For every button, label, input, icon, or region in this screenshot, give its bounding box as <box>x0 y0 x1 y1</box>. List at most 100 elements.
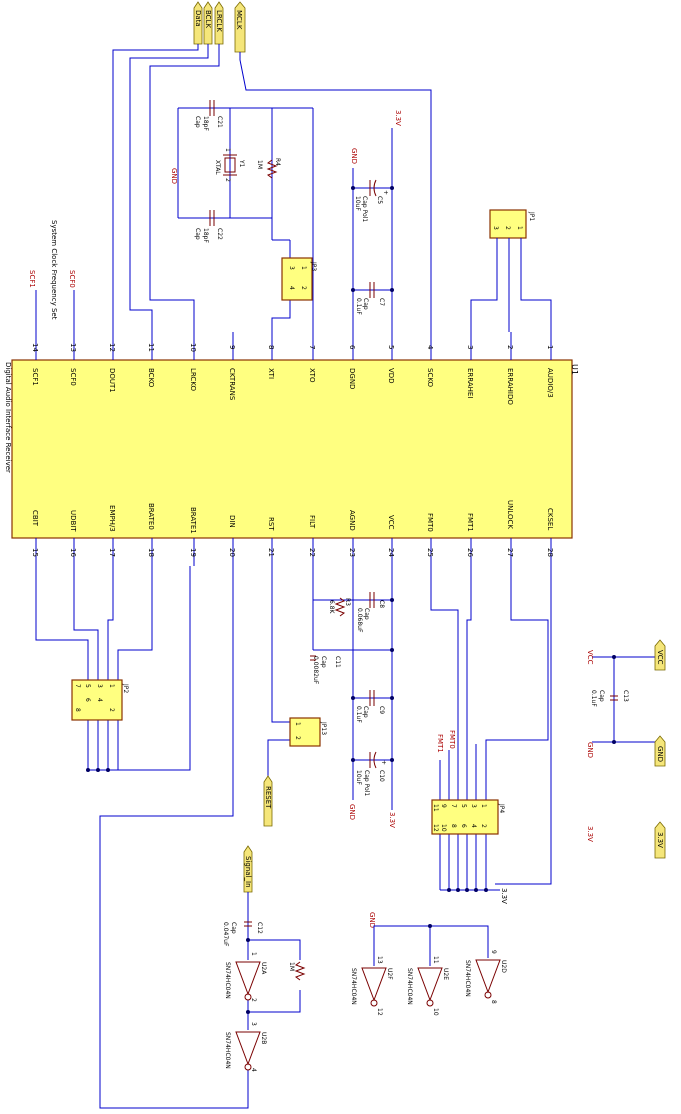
header-jp4[interactable]: JP4 1 2 3 4 5 6 7 8 9 10 11 12 <box>431 799 505 835</box>
svg-text:JP1: JP1 <box>528 211 535 221</box>
pin-num: 4 <box>426 345 434 350</box>
pin-num: 5 <box>387 345 395 349</box>
port-gnd[interactable]: GND <box>654 735 666 767</box>
svg-text:12: 12 <box>376 1008 383 1016</box>
svg-text:0.1uF: 0.1uF <box>355 706 362 723</box>
svg-text:1: 1 <box>224 148 231 152</box>
pin-num: 6 <box>348 345 356 350</box>
resistor-1m-feedback[interactable]: 1M <box>288 961 306 981</box>
resistor-r4[interactable]: 1M R4 <box>256 158 281 179</box>
svg-text:1: 1 <box>250 952 257 956</box>
svg-text:4: 4 <box>288 286 295 290</box>
header-jp1[interactable]: JP1 3 2 1 <box>489 209 535 239</box>
fmt0-label: FMT0 <box>448 730 456 749</box>
vcc-label-right: VCC <box>586 650 594 665</box>
capacitor-c7[interactable]: C7 Cap 0.1uF <box>355 282 385 315</box>
gnd-label-right: GND <box>586 742 594 758</box>
resistor-r3[interactable]: 6.8K R3 <box>328 597 351 617</box>
svg-text:13: 13 <box>376 956 383 964</box>
svg-text:FMT1: FMT1 <box>466 513 474 532</box>
svg-text:2: 2 <box>480 824 487 828</box>
port-lrclk[interactable]: LRCLK <box>214 1 224 45</box>
svg-text:22: 22 <box>308 548 316 557</box>
gnd-label-agnd: GND <box>348 804 356 820</box>
svg-text:C12: C12 <box>256 922 263 934</box>
svg-text:Cap: Cap <box>320 656 327 668</box>
svg-text:4: 4 <box>250 1068 257 1072</box>
svg-text:2: 2 <box>504 226 511 230</box>
svg-text:C7: C7 <box>378 298 385 306</box>
svg-text:GND: GND <box>656 746 664 762</box>
inverter-u2a[interactable]: U2A SN74HC04N 1 2 <box>224 952 267 1002</box>
port-signal-in[interactable]: Signal_In <box>243 845 253 893</box>
svg-text:11: 11 <box>432 804 439 812</box>
port-vcc[interactable]: VCC <box>654 639 666 671</box>
svg-text:SN74HC04N: SN74HC04N <box>464 960 471 997</box>
svg-text:2: 2 <box>294 736 301 740</box>
capacitor-c5[interactable]: + C5 Cap Pol1 10uF <box>354 179 389 222</box>
capacitor-c9[interactable]: C9 Cap 0.1uF <box>355 690 385 723</box>
port-data[interactable]: Data <box>193 1 203 45</box>
port-3v3[interactable]: 3.3V <box>654 821 666 859</box>
svg-text:9: 9 <box>490 950 497 954</box>
pin-name: SCKO <box>426 368 434 388</box>
header-jp2[interactable]: JP2 1 2 3 4 5 6 7 8 <box>71 679 129 721</box>
svg-text:JP3: JP3 <box>310 261 317 271</box>
capacitor-c8[interactable]: C8 Cap 0.068uF <box>356 592 385 633</box>
inverter-u2e[interactable]: U2E SN74HC04N 11 10 <box>406 956 449 1016</box>
svg-text:18pF: 18pF <box>202 228 209 243</box>
crystal-y1[interactable]: XTAL Y1 1 2 <box>214 148 245 182</box>
svg-text:24: 24 <box>387 548 395 557</box>
pin-name: DGND <box>348 368 356 389</box>
capacitor-c21[interactable]: Cap 18pF C21 <box>194 100 223 131</box>
svg-text:U2B: U2B <box>260 1032 267 1044</box>
pin-name: XTO <box>308 368 316 383</box>
capacitor-c12[interactable]: C12 Cap 0.047uF <box>222 921 263 947</box>
pin-name: LRCKO <box>189 368 197 392</box>
chip-top-pins: 14 SCF1 13 SCF0 12 DOUT1 11 BCKO 10 LRCK… <box>31 343 554 405</box>
v33-label-top: 3.3V <box>394 110 402 126</box>
svg-text:10uF: 10uF <box>355 770 362 785</box>
scf1-label: SCF1 <box>28 270 36 288</box>
svg-text:7: 7 <box>450 804 457 808</box>
svg-text:RST: RST <box>267 517 275 531</box>
capacitor-c10[interactable]: + C10 Cap Pol1 10uF <box>355 751 387 796</box>
inverter-u2f[interactable]: U2F SN74HC04N 13 12 <box>350 956 393 1016</box>
svg-text:12: 12 <box>432 824 439 832</box>
svg-text:C21: C21 <box>216 116 223 128</box>
svg-text:U2D: U2D <box>500 960 507 973</box>
svg-text:DIN: DIN <box>228 515 236 528</box>
filter-wires <box>312 566 393 810</box>
pin-name: ERRAHIDO <box>506 368 514 405</box>
port-bclk[interactable]: BCLK <box>203 1 213 45</box>
pin-num: 13 <box>69 343 77 352</box>
svg-text:JP2: JP2 <box>122 683 129 693</box>
svg-text:3.3V: 3.3V <box>656 832 664 848</box>
svg-text:0.047uF: 0.047uF <box>222 922 229 947</box>
svg-text:11: 11 <box>432 956 439 964</box>
port-mclk[interactable]: MCLK <box>234 1 246 53</box>
capacitor-c13[interactable]: C13 Cap 0.1uF <box>590 690 629 707</box>
chip-bottom-pin-stubs <box>35 538 552 566</box>
pin-num: 7 <box>308 345 316 349</box>
svg-text:U2F: U2F <box>386 968 393 980</box>
svg-text:6: 6 <box>84 698 91 702</box>
capacitor-c22[interactable]: Cap 18pF C22 <box>194 210 223 243</box>
port-reset[interactable]: RESET <box>263 775 273 827</box>
inverter-u2d[interactable]: U2D SN74HC04N 9 8 <box>464 950 507 1004</box>
inverter-u2b[interactable]: U2B SN74HC04N 3 4 <box>224 1022 267 1072</box>
pin-name: CKTRANS <box>228 368 236 401</box>
svg-text:XTAL: XTAL <box>214 160 221 175</box>
svg-text:C10: C10 <box>378 770 385 782</box>
svg-text:18: 18 <box>147 548 155 557</box>
svg-text:SN74HC04N: SN74HC04N <box>406 968 413 1005</box>
svg-text:EMPH/3: EMPH/3 <box>108 505 116 532</box>
chip-u1-body[interactable] <box>11 359 573 539</box>
header-jp3[interactable]: JP3 1 2 3 4 <box>281 257 317 301</box>
svg-text:5: 5 <box>84 684 91 688</box>
capacitor-c11[interactable]: C11 Cap 0.0082uF <box>310 655 341 685</box>
svg-text:FILT: FILT <box>308 515 316 529</box>
svg-text:2: 2 <box>224 178 231 182</box>
header-jp13[interactable]: JP13 1 2 <box>289 717 327 747</box>
svg-text:Cap: Cap <box>363 608 370 620</box>
